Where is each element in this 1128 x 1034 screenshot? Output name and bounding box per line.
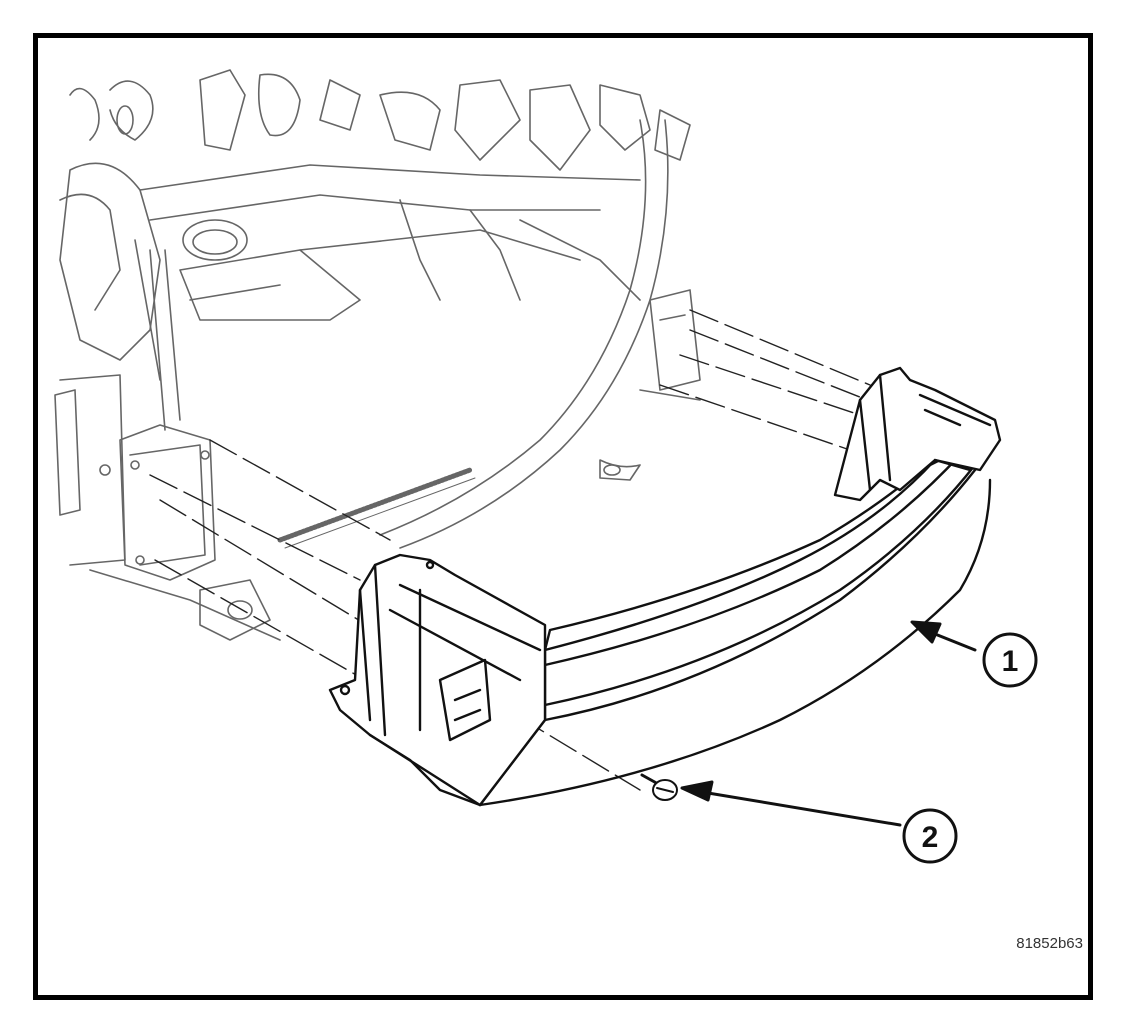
bumper-beam <box>328 366 1002 807</box>
bolt <box>640 773 678 801</box>
vehicle-front-structure <box>54 69 701 641</box>
callout-1-number: 1 <box>1002 645 1019 678</box>
figure-id: 81852b63 <box>1016 935 1083 952</box>
callout-2: 2 <box>902 808 958 864</box>
leader-arrows <box>680 620 977 827</box>
callout-1: 1 <box>982 632 1038 688</box>
callout-2-number: 2 <box>922 821 939 854</box>
